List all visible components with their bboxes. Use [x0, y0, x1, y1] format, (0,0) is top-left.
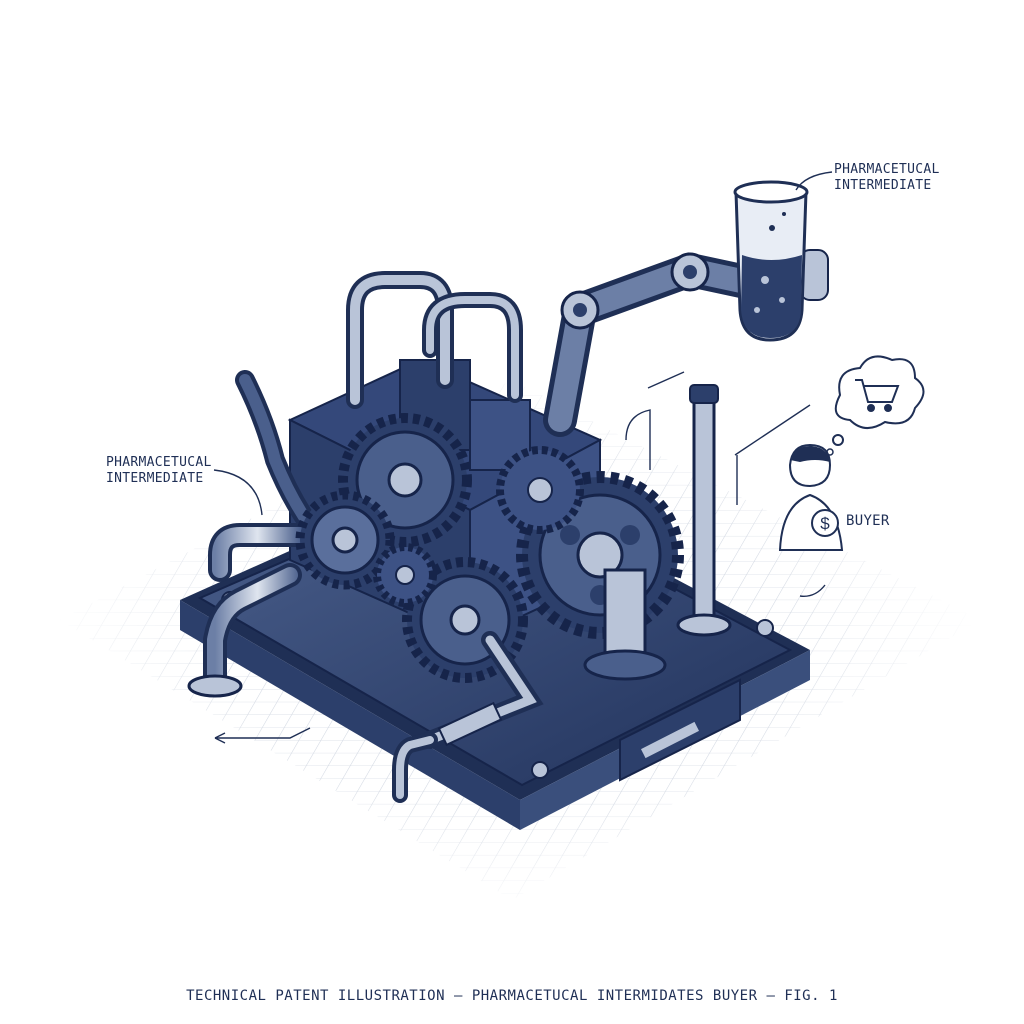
gear-mid-right: [496, 446, 584, 534]
left-pipe: [187, 523, 312, 698]
dollar-sign: $: [820, 514, 830, 533]
figure-caption: TECHNICAL PATENT ILLUSTRATION – PHARMACE…: [186, 988, 838, 1004]
gear-large-back: [338, 413, 472, 547]
shopping-cart-icon: [855, 379, 900, 412]
leader-lines: [213, 171, 833, 744]
thought-bubble-icon: [826, 355, 925, 456]
front-piston: [583, 568, 667, 681]
gear-left: [295, 490, 395, 590]
label-line-1: PHARMACETUCAL: [834, 162, 940, 177]
label-line-1: PHARMACETUCAL: [106, 455, 212, 470]
dollar-coin-icon: $: [811, 509, 839, 537]
beaker-icon: [733, 180, 809, 342]
label-pharma-intermediate-left: PHARMACETUCAL INTERMEDIATE: [106, 455, 212, 487]
gear-small-center: [373, 543, 437, 607]
label-line-2: INTERMEDIATE: [106, 471, 204, 486]
crank-handle: [392, 631, 544, 803]
label-line-2: INTERMEDIATE: [834, 178, 932, 193]
vertical-pillar: [676, 384, 732, 637]
top-pipes: [346, 271, 523, 409]
label-buyer: BUYER: [846, 513, 890, 529]
robot-arm-icon: [543, 249, 829, 437]
label-pharma-intermediate-top: PHARMACETUCAL INTERMEDIATE: [834, 162, 940, 194]
